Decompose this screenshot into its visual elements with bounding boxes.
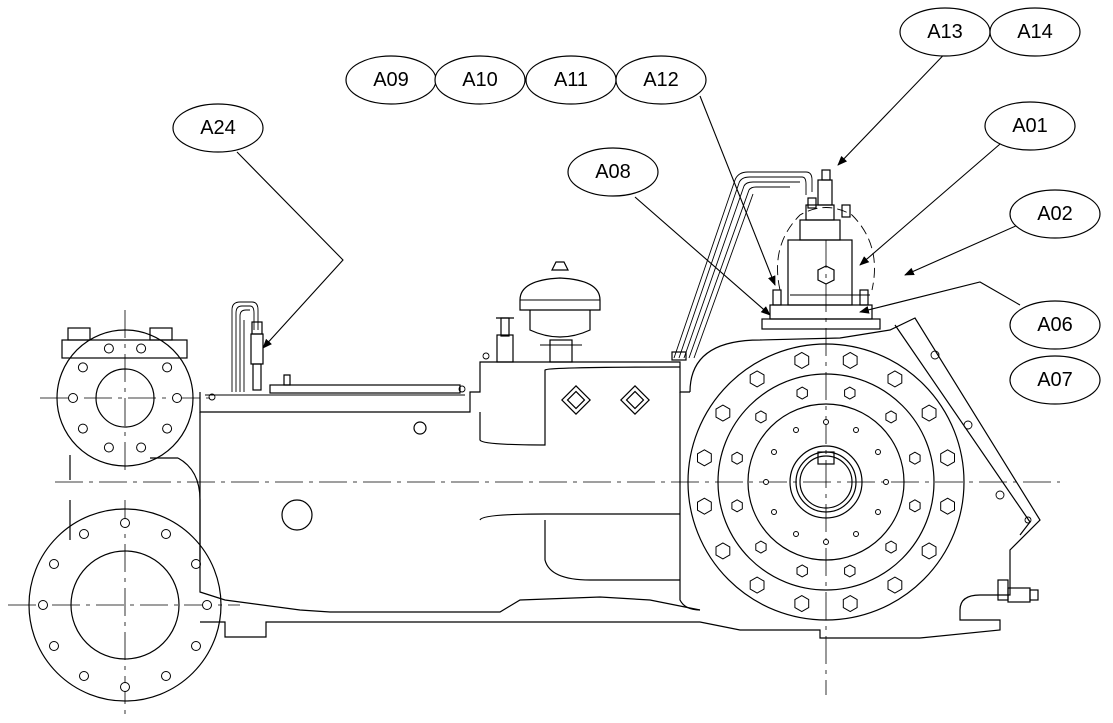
flange-bolt-hole (103, 442, 114, 453)
flange-bolt-hole (79, 529, 89, 539)
svg-text:A08: A08 (595, 161, 631, 183)
callout-a07: A07 (1009, 355, 1101, 405)
bearing-hole (771, 509, 777, 515)
pump-casing (69, 317, 1041, 639)
housing-bolt (749, 576, 765, 594)
svg-text:A12: A12 (643, 69, 679, 91)
flange-bolt-hole (191, 641, 201, 651)
cover-bolt (885, 410, 897, 424)
cover-bolt (909, 499, 921, 513)
bearing-hole (823, 419, 829, 425)
housing-bolt (940, 449, 955, 467)
bearing-hole (793, 531, 799, 537)
svg-text:A06: A06 (1037, 314, 1073, 336)
flange-bolt-hole (161, 529, 171, 539)
housing-bolt (794, 595, 810, 613)
flange-bolt-hole (103, 343, 114, 354)
housing-bolt (715, 542, 731, 560)
callout-a02: A02 (1009, 189, 1101, 239)
callout-a09: A09 (345, 55, 437, 105)
flange-bolt-hole (162, 423, 173, 434)
callout-a06: A06 (1009, 300, 1101, 350)
flange-bolt-hole (136, 442, 147, 453)
housing-bolt (697, 497, 712, 515)
bearing-hole (763, 479, 769, 485)
cover-bolt (909, 451, 921, 465)
housing-bolt (794, 351, 810, 369)
housing-bolt (921, 404, 937, 422)
flange-bolt-hole (77, 423, 88, 434)
cover-bolt (796, 564, 808, 578)
cover-bolt (844, 386, 856, 400)
flange-bolt-hole (162, 362, 173, 373)
flange-bolt-hole (202, 600, 212, 610)
frame-details (208, 352, 650, 531)
flange-bolt-hole (77, 362, 88, 373)
housing-bolt (887, 370, 903, 388)
cover-bolt (731, 451, 743, 465)
svg-text:A09: A09 (373, 69, 409, 91)
flange-bolt-hole (68, 393, 78, 403)
cover-bolt (796, 386, 808, 400)
flange-bolt-hole (161, 671, 171, 681)
svg-text:A11: A11 (554, 69, 588, 91)
callout-a10: A10 (434, 55, 526, 105)
svg-text:A10: A10 (462, 69, 498, 91)
cover-bolt (731, 499, 743, 513)
callout-a14: A14 (989, 7, 1081, 57)
svg-text:A07: A07 (1037, 369, 1073, 391)
leader-lines (236, 39, 1021, 349)
bearing-hole (853, 427, 859, 433)
housing-bolt (715, 404, 731, 422)
flange-bolt-hole (191, 559, 201, 569)
bearing-hole (875, 449, 881, 455)
callout-a13: A13 (899, 7, 991, 57)
breather-cap (519, 261, 601, 363)
svg-text:A24: A24 (200, 117, 236, 139)
bearing-hole (853, 531, 859, 537)
flange-bolt-hole (38, 600, 48, 610)
housing-bolt (842, 351, 858, 369)
svg-text:A01: A01 (1012, 115, 1048, 137)
housing-bolt (940, 497, 955, 515)
housing-bolt (921, 542, 937, 560)
bearing-hole (875, 509, 881, 515)
left-tubing (231, 301, 291, 392)
cover-bolt (844, 564, 856, 578)
cover-bolt (885, 540, 897, 554)
valve-post (496, 317, 514, 363)
switch-assembly (761, 169, 881, 330)
svg-text:A14: A14 (1017, 21, 1053, 43)
svg-text:A13: A13 (927, 21, 963, 43)
right-tubing (671, 171, 813, 361)
bearing-hole (823, 539, 829, 545)
callout-a11: A11 (525, 55, 617, 105)
callout-a12: A12 (615, 55, 707, 105)
svg-text:A02: A02 (1037, 203, 1073, 225)
bearing-hole (771, 449, 777, 455)
flange-bolt-hole (172, 393, 182, 403)
upper-flange (56, 327, 194, 467)
cover-bolt (755, 540, 767, 554)
housing-bolt (749, 370, 765, 388)
lower-flange (28, 508, 222, 702)
cover-bolt (755, 410, 767, 424)
flange-bolt-hole (120, 682, 130, 692)
callout-a01: A01 (984, 101, 1076, 151)
center-lines (8, 240, 1060, 720)
flange-bolt-hole (49, 641, 59, 651)
callout-a08: A08 (567, 147, 659, 197)
flange-bolt-hole (136, 343, 147, 354)
flange-bolt-hole (49, 559, 59, 569)
housing-bolt (842, 595, 858, 613)
housing-bolt (697, 449, 712, 467)
housing-bolt (887, 576, 903, 594)
bearing-hole (883, 479, 889, 485)
flange-bolt-hole (79, 671, 89, 681)
bearing-hole (793, 427, 799, 433)
flange-bolt-hole (120, 518, 130, 528)
callout-a24: A24 (172, 103, 264, 153)
